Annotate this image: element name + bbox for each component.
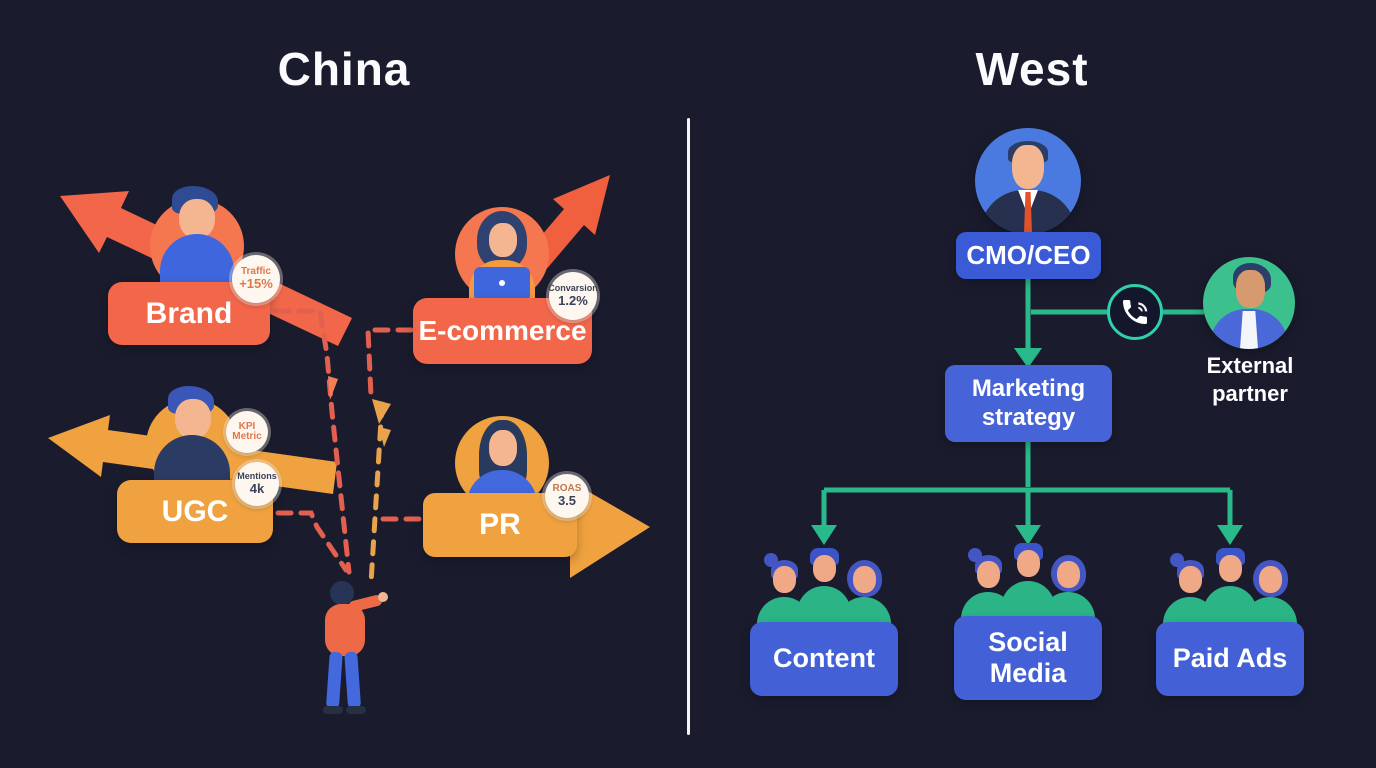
conversion-badge: Convarsion 1.2% bbox=[548, 272, 598, 320]
content-box: Content bbox=[750, 622, 898, 696]
cmo-label: CMO/CEO bbox=[966, 240, 1091, 270]
pr-avatar-face bbox=[489, 430, 517, 466]
phone-call-icon bbox=[1107, 284, 1163, 340]
ecommerce-avatar-face bbox=[489, 223, 517, 257]
kpi-badge: KPI Metric bbox=[226, 411, 268, 453]
paid-ads-label: Paid Ads bbox=[1172, 643, 1288, 674]
west-connectors bbox=[811, 279, 1243, 545]
external-face bbox=[1236, 270, 1265, 308]
dashed-line-brand bbox=[273, 308, 352, 575]
dashed-line-ugc bbox=[275, 510, 349, 573]
cmo-avatar bbox=[975, 128, 1081, 234]
ecommerce-label: E-commerce bbox=[418, 315, 587, 346]
brand-traffic-badge: Traffic +15% bbox=[232, 255, 280, 303]
cmo-box: CMO/CEO bbox=[956, 232, 1101, 279]
arrow-fragment-1 bbox=[328, 376, 338, 400]
phone-glyph bbox=[1123, 300, 1148, 324]
laptop-logo-dot bbox=[499, 280, 505, 286]
content-label: Content bbox=[773, 643, 875, 674]
brand-avatar-torso bbox=[160, 234, 234, 286]
arrowhead-strategy bbox=[1014, 348, 1042, 368]
cmo-face bbox=[1012, 145, 1044, 189]
dashed-line-amber bbox=[368, 401, 385, 586]
marketing-strategy-box: Marketing strategy bbox=[945, 365, 1112, 442]
cmo-tie bbox=[1024, 192, 1032, 234]
arrow-fragment-2 bbox=[372, 399, 391, 424]
social-media-box: Social Media bbox=[954, 616, 1102, 700]
social-media-label: Social Media bbox=[988, 626, 1068, 688]
west-title: West bbox=[975, 43, 1089, 95]
external-partner-label: External partner bbox=[1206, 353, 1294, 406]
pr-arrowhead bbox=[570, 481, 650, 578]
pr-label: PR bbox=[479, 508, 521, 541]
external-partner-avatar bbox=[1203, 257, 1295, 349]
arrowhead-social bbox=[1015, 525, 1041, 545]
dashed-line-ecommerce bbox=[365, 327, 414, 399]
arrowhead-paid bbox=[1217, 525, 1243, 545]
confused-person-figure bbox=[323, 581, 388, 714]
china-title: China bbox=[277, 43, 411, 95]
brand-label: Brand bbox=[145, 296, 233, 330]
ugc-label: UGC bbox=[161, 494, 229, 528]
brand-avatar-face bbox=[179, 199, 215, 239]
paid-ads-box: Paid Ads bbox=[1156, 622, 1304, 696]
panel-divider bbox=[687, 118, 690, 735]
marketing-strategy-label: Marketing strategy bbox=[971, 374, 1086, 431]
external-shirt bbox=[1240, 311, 1258, 349]
mentions-badge: Mentions 4k bbox=[235, 462, 279, 506]
ugc-avatar-face bbox=[175, 399, 211, 439]
arrowhead-content bbox=[811, 525, 837, 545]
roas-badge: ROAS 3.5 bbox=[545, 474, 589, 518]
laptop bbox=[474, 267, 530, 301]
arrow-fragment-3 bbox=[379, 427, 391, 447]
